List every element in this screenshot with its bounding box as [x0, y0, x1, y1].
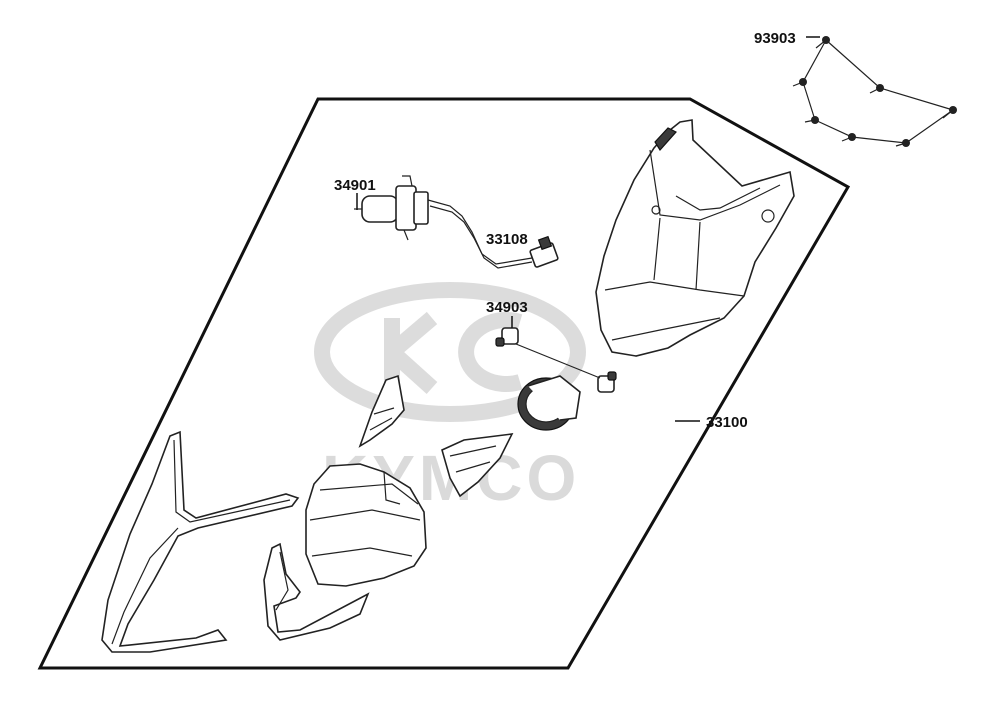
- main-headlight-lens: [305, 463, 427, 587]
- position-bulb-left: [495, 327, 519, 347]
- position-bulb-link-line: [515, 343, 601, 379]
- assembly-boundary-outline: [37, 97, 851, 670]
- lower-trim-piece: [263, 542, 370, 641]
- bolt-set: [792, 36, 957, 147]
- position-bulb-right: [597, 371, 617, 393]
- part-label-bolt: 93903: [754, 30, 796, 47]
- headlight-housing: [595, 119, 795, 357]
- part-label-position-bulb: 34903: [486, 299, 528, 316]
- socket-harness: [427, 199, 559, 269]
- front-cover-panel: [101, 430, 300, 653]
- part-label-socket-harness: 33108: [486, 231, 528, 248]
- reflector-ring: [517, 375, 581, 431]
- side-marker-lens-center: [441, 433, 514, 498]
- headlight-bulb: [354, 175, 429, 241]
- part-label-bulb: 34901: [334, 177, 376, 194]
- side-marker-lens-left: [358, 374, 405, 448]
- part-label-headlight-assembly: 33100: [706, 414, 748, 431]
